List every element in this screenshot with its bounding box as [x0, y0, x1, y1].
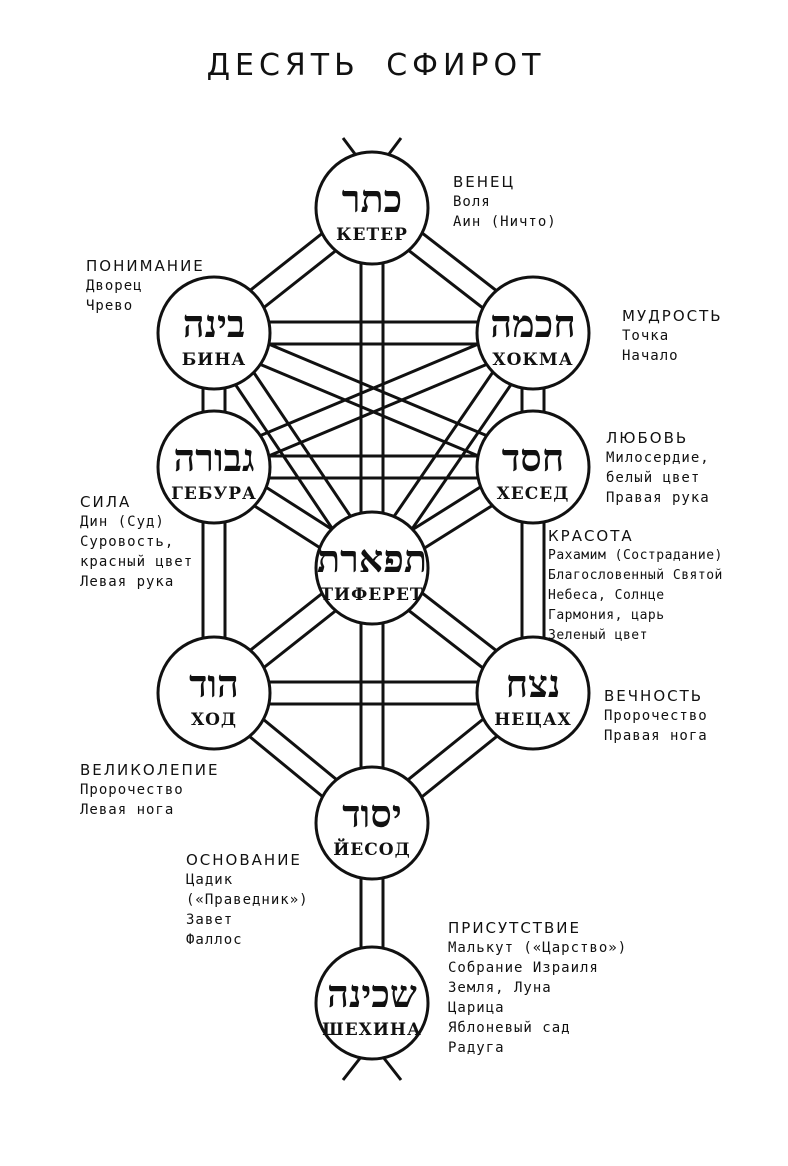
label-tiferet-line: Благословенный Святой	[548, 568, 723, 583]
label-yesod: ОСНОВАНИЕ Цадик («Праведник») Завет Фалл…	[186, 850, 309, 950]
label-netsah-line: Правая нога	[604, 728, 708, 744]
label-tiferet: КРАСОТА Рахамим (Сострадание) Благослове…	[548, 526, 723, 646]
label-keter-line: Воля	[453, 194, 491, 210]
label-gebura-line: красный цвет	[80, 554, 194, 570]
sefira-tiferet: תפארת ТИФЕРЕТ	[314, 510, 430, 626]
sefira-hokma: חכמה ХОКМА	[475, 275, 591, 391]
sefira-circle	[156, 275, 272, 391]
label-gebura-line: Дин (Суд)	[80, 514, 165, 530]
label-yesod-line: Завет	[186, 912, 234, 928]
sefira-name: ТИФЕРЕТ	[320, 585, 423, 605]
sefira-hebrew: כתר	[342, 176, 402, 221]
label-gebura-line: Суровость,	[80, 534, 175, 550]
label-tiferet-line: Гармония, царь	[548, 608, 665, 623]
label-hesed-line: белый цвет	[606, 470, 701, 486]
label-yesod-line: Цадик	[186, 872, 234, 888]
sefira-hebrew: גבורה	[173, 435, 254, 480]
label-hesed-head: ЛЮБОВЬ	[606, 429, 689, 447]
sefira-name: БИНА	[182, 350, 247, 370]
label-yesod-head: ОСНОВАНИЕ	[186, 851, 302, 869]
sefira-circle	[156, 635, 272, 751]
sefira-name: ЙЕСОД	[333, 838, 410, 860]
label-shekhina-line: Земля, Луна	[448, 980, 552, 996]
label-keter-head: ВЕНЕЦ	[453, 173, 516, 191]
sefira-hod: הוד ХОД	[156, 635, 272, 751]
sefira-hebrew: תפארת	[317, 536, 427, 581]
label-hesed-line: Милосердие,	[606, 450, 710, 466]
sefira-hebrew: חסד	[502, 435, 564, 480]
label-netsah-head: ВЕЧНОСТЬ	[604, 687, 704, 705]
label-yesod-line: («Праведник»)	[186, 892, 309, 908]
sefira-hebrew: שכינה	[327, 971, 417, 1016]
label-tiferet-head: КРАСОТА	[548, 527, 634, 545]
tree-path-hokma-gebura	[209, 321, 530, 459]
label-bina: ПОНИМАНИЕ Дворец Чрево	[86, 256, 205, 316]
sefira-name: НЕЦАХ	[494, 710, 571, 730]
label-netsah-line: Пророчество	[604, 708, 708, 724]
sefira-circle	[156, 409, 272, 525]
label-hod-line: Левая нога	[80, 802, 175, 818]
sefira-name: ШЕХИНА	[322, 1020, 422, 1040]
sefira-circle	[314, 765, 430, 881]
label-keter-line: Аин (Ничто)	[453, 214, 557, 230]
label-hod-line: Пророчество	[80, 782, 184, 798]
label-hesed: ЛЮБОВЬ Милосердие, белый цвет Правая рук…	[606, 428, 710, 508]
sefira-hebrew: יסוד	[342, 791, 402, 836]
sefira-name: ГЕБУРА	[171, 484, 257, 504]
label-yesod-line: Фаллос	[186, 932, 243, 948]
sefira-circle	[475, 275, 591, 391]
label-shekhina-line: Яблоневый сад	[448, 1020, 571, 1036]
tree-path-bina-hesed	[217, 321, 538, 459]
label-hokma: МУДРОСТЬ Точка Начало	[622, 306, 723, 366]
root-stem-left	[341, 1056, 363, 1081]
sefirot-nodes: כתר КЕТЕР בינה БИНА חכמה ХОКМА גבורה ГЕБУРА חסד Х…	[156, 150, 591, 1061]
label-shekhina-head: ПРИСУТСТВИЕ	[448, 919, 581, 937]
label-hokma-line: Начало	[622, 348, 679, 364]
sefira-keter: כתר КЕТЕР	[314, 150, 430, 266]
label-hokma-head: МУДРОСТЬ	[622, 307, 723, 325]
page-title: ДЕСЯТЬ СФИРОТ	[206, 48, 546, 83]
sefira-name: ХОКМА	[492, 350, 573, 370]
label-tiferet-line: Рахамим (Сострадание)	[548, 548, 723, 563]
label-hod: ВЕЛИКОЛЕПИЕ Пророчество Левая нога	[80, 760, 219, 820]
sefira-hebrew: בינה	[183, 301, 246, 346]
label-shekhina-line: Радуга	[448, 1040, 505, 1056]
label-tiferet-line: Зеленый цвет	[548, 628, 648, 643]
label-bina-head: ПОНИМАНИЕ	[86, 257, 205, 275]
sefira-circle	[314, 510, 430, 626]
sefira-hebrew: הוד	[189, 661, 239, 706]
label-keter: ВЕНЕЦ Воля Аин (Ничто)	[453, 172, 557, 232]
label-gebura: СИЛА Дин (Суд) Суровость, красный цвет Л…	[80, 492, 193, 592]
root-stem-right	[381, 1056, 403, 1081]
sefira-name: ХЕСЕД	[497, 484, 570, 504]
sefira-circle	[314, 150, 430, 266]
sefira-hebrew: חכמה	[490, 301, 575, 346]
label-hesed-line: Правая рука	[606, 490, 710, 506]
label-gebura-line: Левая рука	[80, 574, 175, 590]
sefira-shekhina: שכינה ШЕХИНА	[314, 945, 430, 1061]
label-shekhina-line: Малькут («Царство»)	[448, 940, 628, 956]
sefira-name: КЕТЕР	[336, 225, 408, 245]
label-bina-line: Чрево	[86, 298, 134, 314]
label-gebura-head: СИЛА	[80, 493, 132, 511]
sefira-name: ХОД	[191, 710, 237, 730]
sefira-bina: בינה БИНА	[156, 275, 272, 391]
label-shekhina-line: Царица	[448, 1000, 505, 1016]
sefira-hesed: חסד ХЕСЕД	[475, 409, 591, 525]
label-tiferet-line: Небеса, Солнце	[548, 588, 665, 603]
label-hod-head: ВЕЛИКОЛЕПИЕ	[80, 761, 220, 779]
label-shekhina: ПРИСУТСТВИЕ Малькут («Царство») Собрание…	[448, 918, 627, 1058]
sefira-circle	[314, 945, 430, 1061]
label-hokma-line: Точка	[622, 328, 670, 344]
label-bina-line: Дворец	[86, 278, 143, 294]
label-shekhina-line: Собрание Израиля	[448, 960, 599, 976]
sefira-netsah: נצח НЕЦАХ	[475, 635, 591, 751]
sefira-circle	[475, 409, 591, 525]
sefira-circle	[475, 635, 591, 751]
sefira-hebrew: נצח	[506, 661, 561, 706]
sefira-gebura: גבורה ГЕБУРА	[156, 409, 272, 525]
label-netsah: ВЕЧНОСТЬ Пророчество Правая нога	[604, 686, 708, 746]
